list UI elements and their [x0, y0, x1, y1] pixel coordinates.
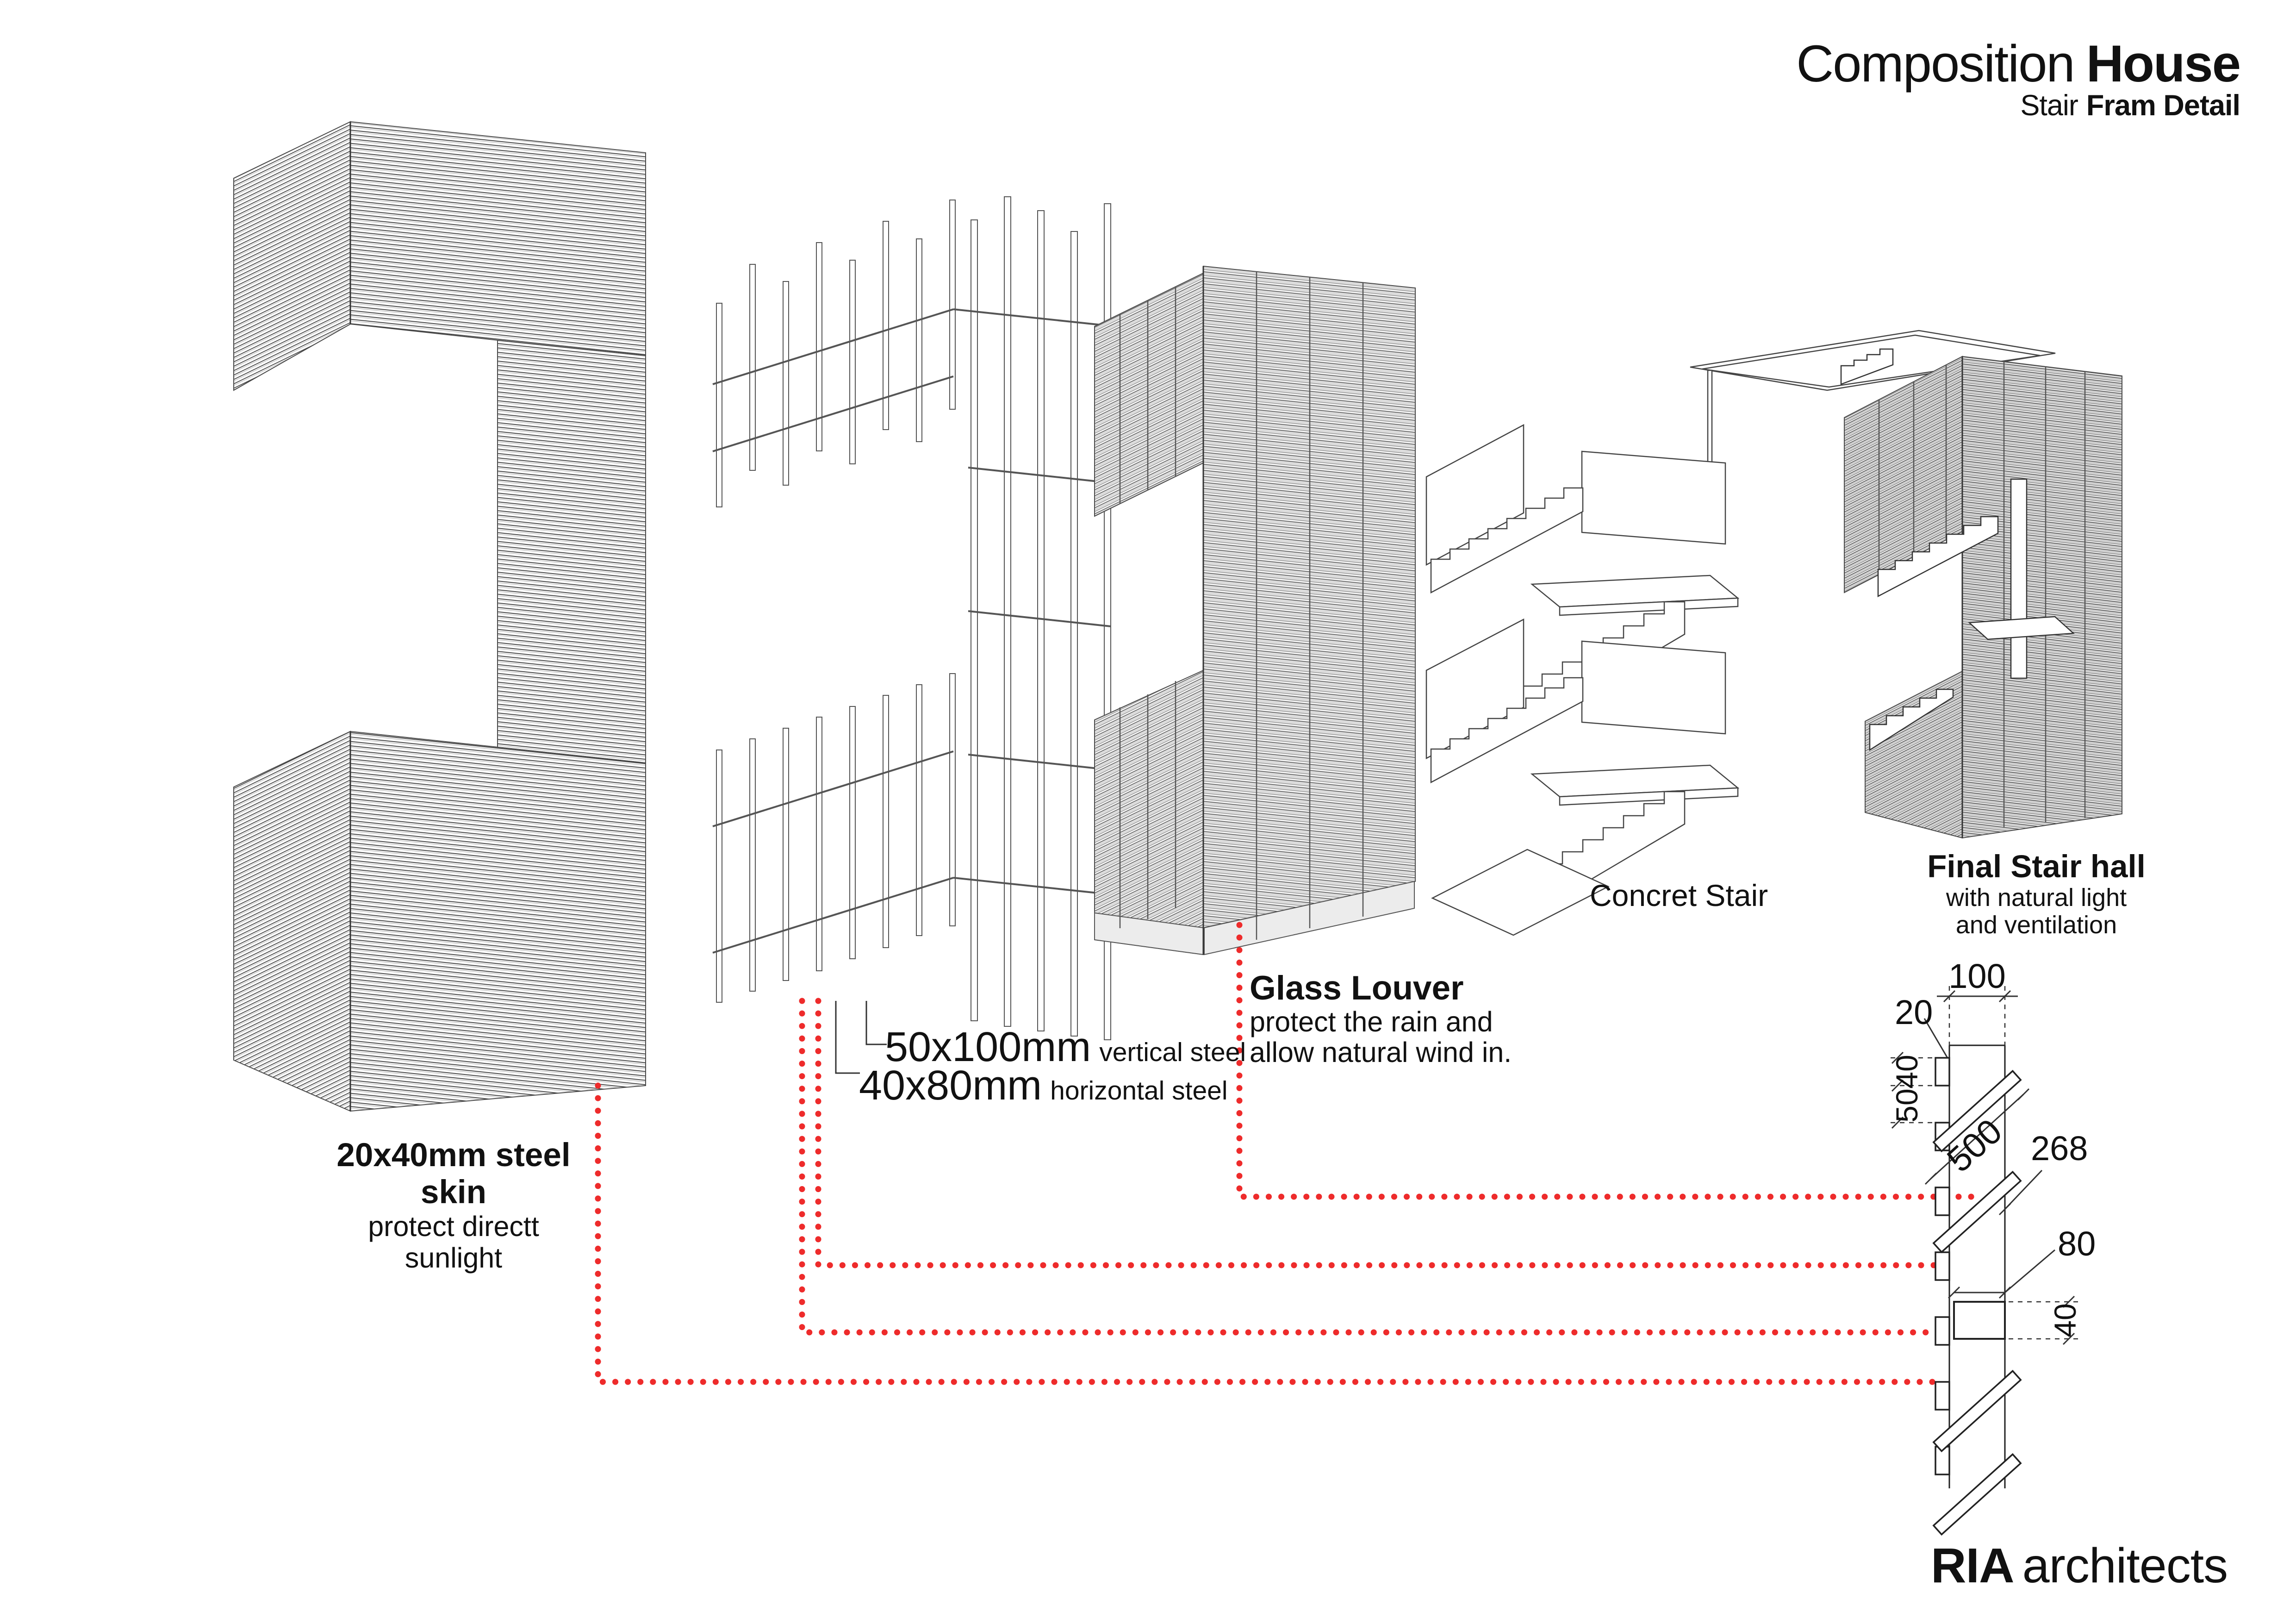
skin-section-rects — [1935, 1057, 1950, 1475]
label-vertical-steel-size: 50x100mm — [885, 1024, 1091, 1070]
dim-skin-depth: 20 — [1895, 993, 1933, 1031]
label-steel-skin-title: 20x40mm steel skin — [336, 1137, 571, 1211]
label-glass-louver-desc2: allow natural wind in. — [1250, 1036, 1512, 1068]
label-final-stair-desc2: and ventilation — [1955, 911, 2117, 939]
dim-louver-spacing: 268 — [2031, 1129, 2088, 1168]
final-stair-drawing — [1840, 348, 2122, 839]
subtitle-light: Stair — [2020, 89, 2078, 122]
brand-light: architects — [2022, 1538, 2228, 1593]
title-light: Composition — [1796, 35, 2075, 93]
label-vertical-steel-material: vertical steel — [1099, 1037, 1246, 1067]
label-horizontal-steel-material: horizontal steel — [1050, 1076, 1228, 1106]
brand-bold: RIA — [1931, 1538, 2015, 1593]
label-final-stair-title: Final Stair hall — [1927, 849, 2146, 884]
label-horizontal-steel: 40x80mm horizontal steel — [859, 1062, 1228, 1109]
dim-rail-width: 80 — [2058, 1224, 2096, 1263]
red-leader-lines — [595, 922, 1979, 1385]
concrete-stair-drawing — [1425, 330, 2056, 936]
label-steel-skin-desc: protect directt sunlight — [368, 1211, 539, 1274]
dim-skin-gap: 50 — [1890, 1088, 1924, 1123]
label-concrete-stair: Concret Stair — [1590, 878, 1768, 912]
label-final-stair: Final Stair hall with natural light and … — [1902, 849, 2171, 939]
label-leader-lines — [835, 1001, 2055, 1293]
dim-rail-height: 40 — [2048, 1303, 2082, 1337]
label-horizontal-steel-size: 40x80mm — [859, 1062, 1042, 1109]
title-bold: House — [2086, 35, 2241, 93]
tower-steel-skin — [233, 121, 646, 1112]
rail-section-rect — [1953, 1301, 2006, 1340]
tower-steel-frame — [712, 196, 1111, 1040]
label-glass-louver: Glass Louver protect the rain and allow … — [1250, 970, 1512, 1068]
tower-glass-louver — [1094, 265, 1416, 956]
dim-bay-width: 100 — [1948, 957, 2006, 995]
section-detail-drawing — [1891, 986, 2078, 1536]
label-vertical-steel: 50x100mm vertical steel — [885, 1024, 1246, 1071]
label-final-stair-desc1: with natural light — [1946, 883, 2127, 912]
label-steel-skin: 20x40mm steel skin protect directt sunli… — [319, 1137, 588, 1274]
louver-section-bars — [1932, 1069, 2022, 1536]
label-glass-louver-desc1: protect the rain and — [1250, 1006, 1493, 1037]
dimension-ticks — [1891, 990, 2075, 1345]
subtitle-bold: Fram Detail — [2086, 89, 2240, 122]
label-glass-louver-title: Glass Louver — [1250, 969, 1464, 1007]
